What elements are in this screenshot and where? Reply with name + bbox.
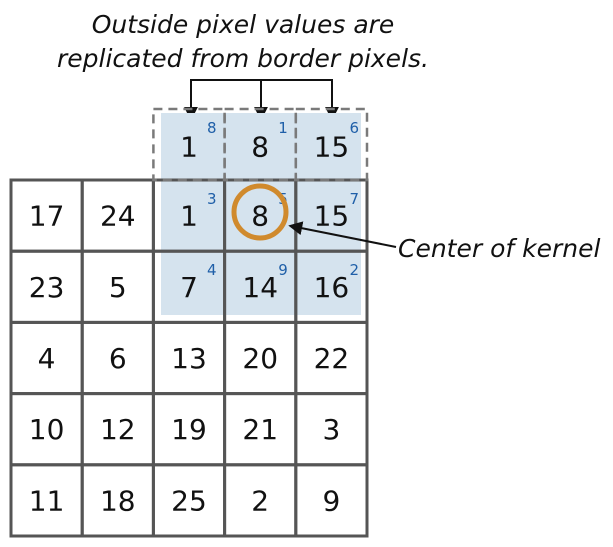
cell-value: 14 — [242, 271, 278, 304]
replicated-value: 15 — [314, 131, 350, 164]
cell-value: 10 — [29, 413, 65, 446]
grid-cell — [294, 463, 369, 538]
cell-value: 11 — [29, 484, 65, 517]
caption-line-2: replicated from border pixels. — [57, 44, 429, 73]
kernel-window — [161, 113, 361, 315]
cell-value: 18 — [100, 484, 136, 517]
kernel-index: 1 — [278, 119, 288, 137]
cell-value: 7 — [180, 271, 198, 304]
cell-value: 25 — [171, 484, 207, 517]
caption-line-1: Outside pixel values are — [92, 10, 395, 39]
replicated-value: 8 — [251, 131, 269, 164]
cell-value: 4 — [38, 342, 56, 375]
cell-value: 19 — [171, 413, 207, 446]
cell-value: 12 — [100, 413, 136, 446]
cell-value: 23 — [29, 271, 65, 304]
cell-value: 1 — [180, 200, 198, 233]
cell-value: 5 — [109, 271, 127, 304]
cell-value: 22 — [314, 342, 350, 375]
cell-value: 17 — [29, 200, 65, 233]
kernel-index: 4 — [207, 261, 217, 279]
cell-value: 20 — [242, 342, 278, 375]
center-arrow — [288, 221, 397, 248]
kernel-index: 7 — [349, 190, 359, 208]
cell-value: 3 — [322, 413, 340, 446]
kernel-center-circle — [231, 183, 289, 241]
cell-value: 16 — [314, 271, 350, 304]
replicated-value: 1 — [180, 131, 198, 164]
center-of-kernel-label: Center of kernel — [398, 234, 600, 263]
kernel-index: 9 — [278, 261, 288, 279]
replication-arrows — [184, 79, 339, 121]
cell-value: 9 — [322, 484, 340, 517]
cell-value: 15 — [314, 200, 350, 233]
kernel-index: 3 — [207, 190, 217, 208]
cell-value: 21 — [242, 413, 278, 446]
cell-value: 24 — [100, 200, 136, 233]
cell-value: 6 — [109, 342, 127, 375]
kernel-index: 2 — [349, 261, 359, 279]
cell-value: 8 — [251, 200, 269, 233]
cell-value: 2 — [251, 484, 269, 517]
cell-value: 13 — [171, 342, 207, 375]
replicated-cell — [294, 107, 369, 182]
kernel-index: 8 — [207, 119, 217, 137]
kernel-index: 6 — [349, 119, 359, 137]
